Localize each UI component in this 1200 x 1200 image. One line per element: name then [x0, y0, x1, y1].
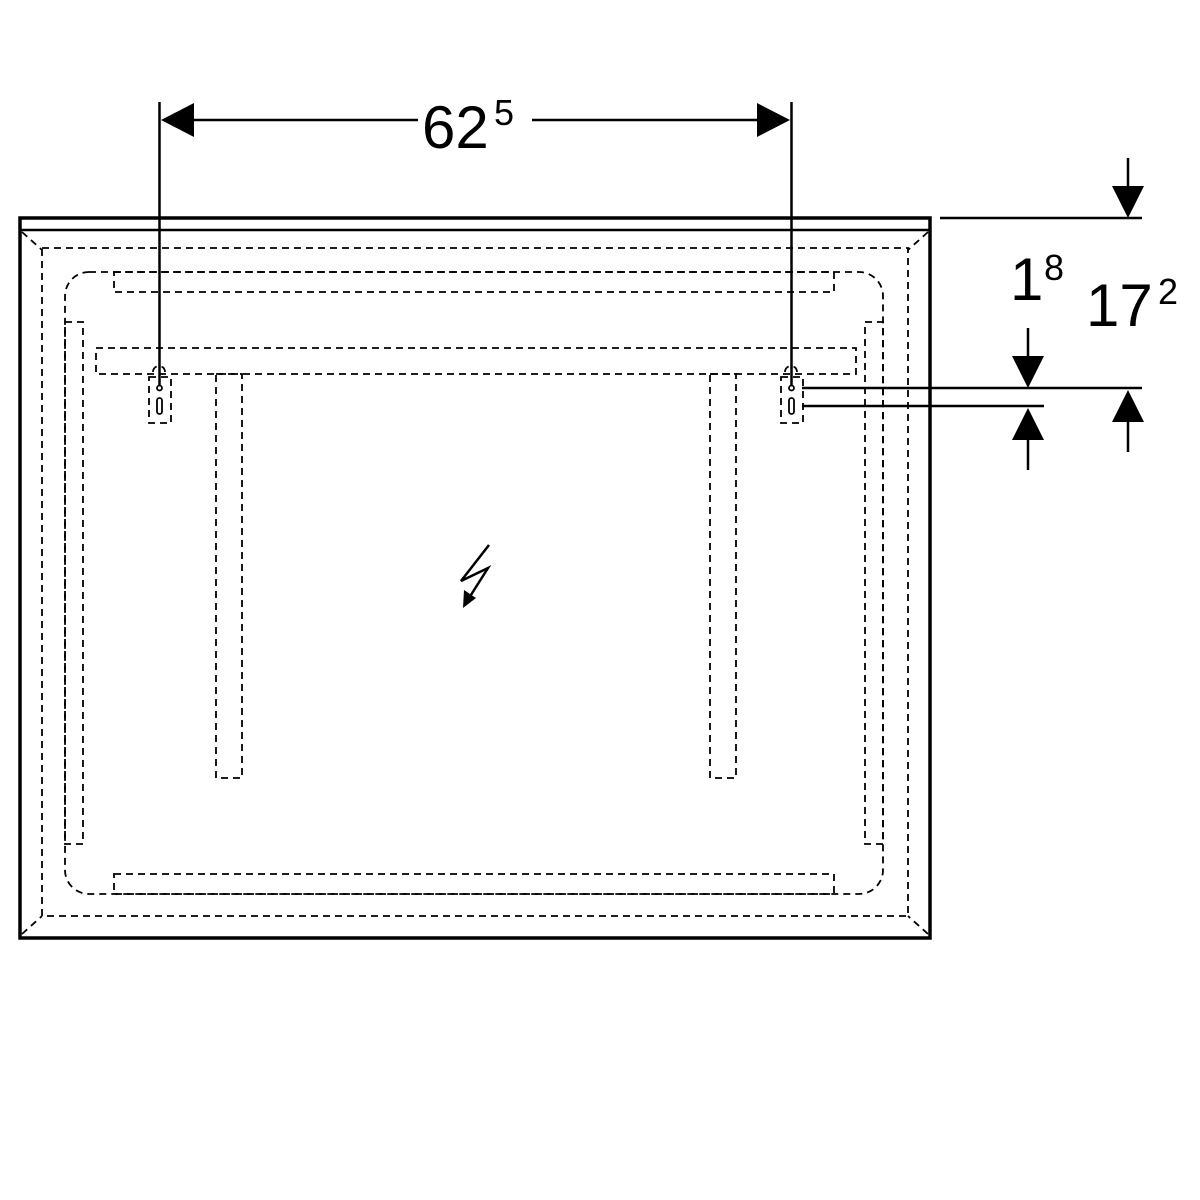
gap-superscript: 8 — [1044, 247, 1064, 288]
hanger-left — [148, 365, 172, 424]
arrow-up-right — [1112, 390, 1144, 422]
width-dimension: 62 5 — [158, 92, 793, 386]
mirror-outline — [18, 216, 932, 940]
offset-dimension: 17 2 — [802, 158, 1178, 452]
gap-dimension: 1 8 — [802, 246, 1064, 470]
hidden-frames — [41, 247, 909, 917]
arrow-up-gap — [1012, 408, 1044, 440]
offset-value: 17 — [1086, 272, 1153, 339]
offset-superscript: 2 — [1158, 271, 1178, 312]
arrow-left — [161, 103, 194, 137]
arrow-down-gap — [1012, 356, 1044, 388]
lightning-bolt-icon — [460, 544, 492, 608]
arrow-down-top — [1112, 186, 1144, 218]
arrow-right — [757, 103, 790, 137]
width-value: 62 — [422, 94, 489, 161]
width-superscript: 5 — [494, 92, 514, 133]
gap-value: 1 — [1010, 246, 1043, 313]
